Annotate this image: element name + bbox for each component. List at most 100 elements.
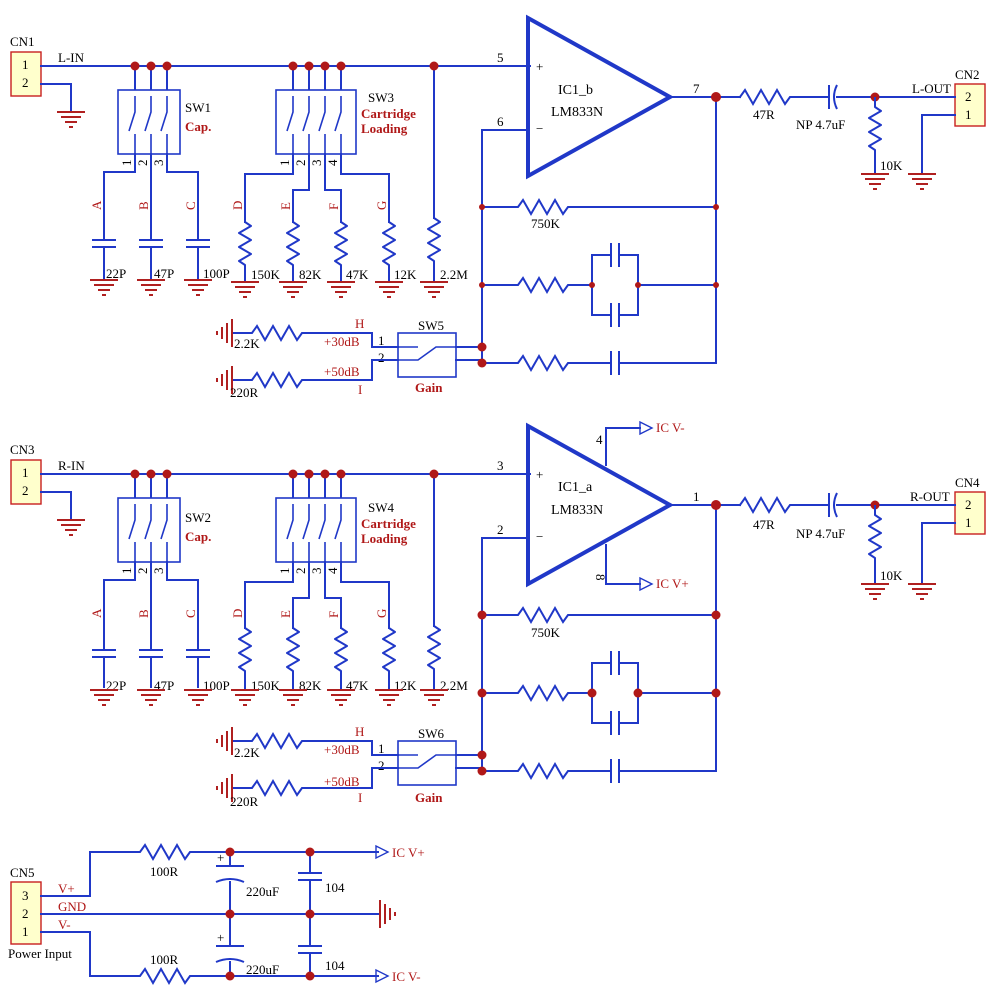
junction-dot [477,750,487,760]
junction-dot [305,971,315,981]
opamp-plus: + [536,59,543,74]
resistor-100r-bottom [40,931,379,986]
net-icv-minus-out: IC V- [392,969,421,984]
cap-a-label: A [89,608,104,618]
res-pbot-value: 100R [150,952,179,967]
power-arrow-icon [375,844,390,984]
junction-dot [711,500,721,510]
cn4-pin2: 2 [965,497,972,512]
opamp-part: LM833N [551,105,603,120]
gain-50db: +50dB [324,774,360,789]
cn3-body [10,459,42,505]
sw2-label: SW2 [185,510,211,525]
gain-h-label: H [355,724,364,739]
opamp-minus: − [536,121,543,136]
res-d-label: D [230,201,245,210]
resistor-d [238,221,252,282]
resistor-2k2 [231,731,399,756]
junction-dot [288,61,298,71]
res-g-label: G [374,201,389,210]
ground-icon [57,519,85,536]
junction-dot [633,688,643,698]
junction-small [479,282,485,288]
junction-dot [477,342,487,352]
junction-dot [477,766,487,776]
junction-dot [162,61,172,71]
cap-pbot-value: 220uF [246,962,279,977]
res-f-label: F [326,203,341,210]
sw5-label: SW5 [418,318,444,333]
capacitor-c [186,239,210,280]
cap-a-value: 22P [106,266,126,281]
sw3-pin1: 1 [277,160,292,167]
net-r-out: R-OUT [910,489,950,504]
cn5-pin1: 1 [22,924,29,939]
sw3-pin2: 2 [293,160,308,167]
resistor-bias [427,217,441,282]
net-l-out: L-OUT [912,81,951,96]
res-d-value: 150K [251,267,281,282]
ground-icon [216,319,233,394]
resistor-750k [481,605,717,625]
sw4-label: SW4 [368,500,395,515]
junction-dot [587,688,597,698]
junction-dot [225,847,235,857]
junction-dot [320,469,330,479]
sw5-body [397,332,457,378]
cn5-label: CN5 [10,865,35,880]
junction-dot [477,358,487,368]
sw1-pin3: 3 [151,160,166,167]
net-vminus: V- [58,917,71,932]
sw6-role: Gain [415,790,443,805]
cn4-body [954,491,986,535]
junction-dot [429,61,439,71]
capacitor-rc-pair [610,651,620,735]
sw2-role: Cap. [185,529,211,544]
cn2-label: CN2 [955,67,980,82]
cn2-body [954,83,986,127]
opamp-pin-minus: 2 [497,522,504,537]
sw6-pin1: 1 [378,741,385,756]
res-d-label: D [230,609,245,618]
sw4-body [275,497,357,563]
junction-dot [304,469,314,479]
cn5-pin3: 3 [22,888,29,903]
sw3-body [275,89,357,155]
res-fb-value: 750K [531,216,561,231]
switch-sw4: SW4 Cartridge Loading 1 2 3 4 [275,473,416,575]
resistor-rc-bottom [481,761,717,781]
gain-l-label: I [358,382,362,397]
cn5-body [10,881,42,945]
junction-dot [305,847,315,857]
sw4-pin3: 3 [309,568,324,575]
junction-dot [336,469,346,479]
ground-icon [231,281,403,298]
switch-sw1: SW1 Cap. 1 2 3 [117,65,211,167]
junction-small [635,282,641,288]
res-fb-value: 750K [531,625,561,640]
resistor-bias [427,625,441,690]
gain-30db: +30dB [324,334,360,349]
sw1-role: Cap. [185,119,211,134]
opamp-pin-vp: 8 [593,574,608,581]
cn5-pin2: 2 [22,906,29,921]
capacitor-np [828,492,838,518]
resistor-220r [231,767,399,798]
connector-cn2: CN2 2 1 [954,67,986,127]
gain-l-label: I [358,790,362,805]
resistor-10k [868,97,882,174]
cn1-pin2: 2 [22,75,29,90]
capacitor-electrolytic [215,945,245,963]
cap-c-label: C [183,201,198,210]
resistor-2k2 [231,323,399,348]
net-icv-minus: IC V- [656,420,685,435]
net-r-in: R-IN [58,458,85,473]
ground-icon [90,279,212,296]
switch-sw5: SW5 Gain 1 2 [378,318,457,395]
resistor-g [382,221,396,282]
opamp-pin-out: 1 [693,489,700,504]
junction-dot [477,688,487,698]
cn5-caption: Power Input [8,946,72,961]
opamp-name: IC1_b [558,83,593,98]
